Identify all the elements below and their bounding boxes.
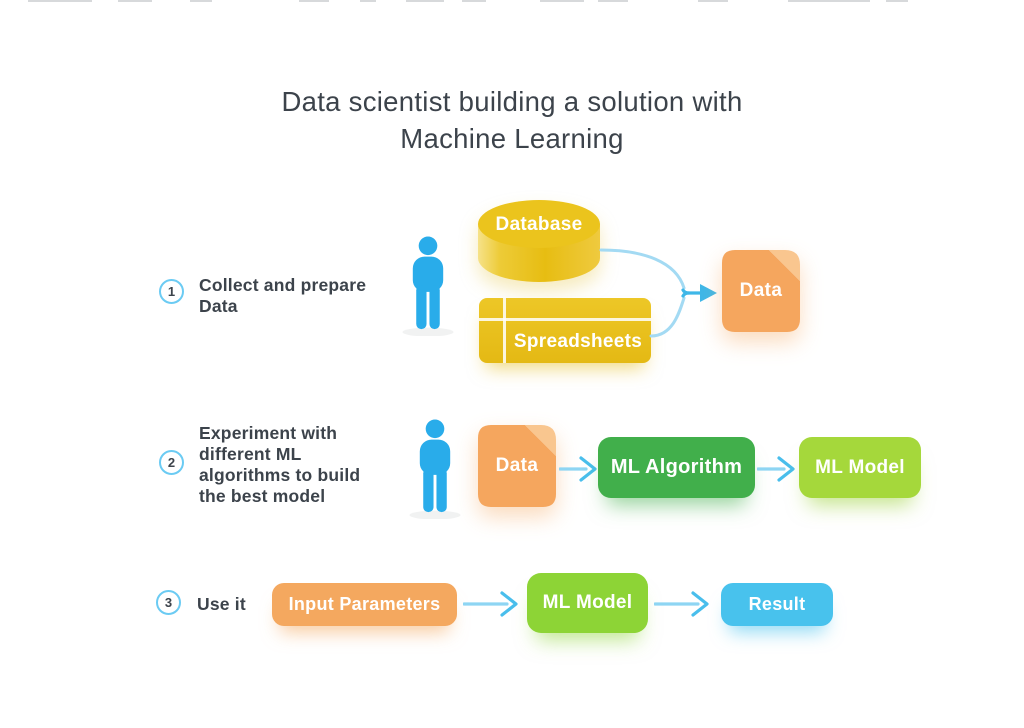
arrow-icon [559, 456, 597, 482]
ml-model-node-step3: ML Model [527, 573, 648, 633]
step-2-number-badge: 2 [159, 450, 184, 475]
person-icon [402, 236, 454, 337]
data-document-node-step2: Data [478, 425, 556, 512]
ml-model-label: ML Model [815, 456, 905, 478]
arrow-icon [463, 591, 518, 617]
input-parameters-node: Input Parameters [272, 583, 457, 626]
database-node: Database [477, 200, 601, 286]
step-2-description: Experiment with different ML algorithms … [199, 423, 360, 507]
arrow-icon [757, 456, 795, 482]
step-2-number: 2 [167, 455, 176, 470]
spreadsheets-node: Spreadsheets [479, 298, 651, 363]
result-node: Result [721, 583, 833, 626]
step-3-number: 3 [164, 595, 173, 610]
database-cylinder-icon [478, 200, 600, 282]
ml-algorithm-label: ML Algorithm [610, 456, 743, 478]
step-1-description: Collect and prepare Data [199, 275, 366, 317]
step-1-description-line: Collect and prepare [199, 275, 367, 295]
step-2-description-line: the best model [199, 486, 326, 506]
arrow-icon [654, 591, 709, 617]
ml-model-node-step2: ML Model [799, 437, 921, 498]
spreadsheets-label: Spreadsheets [513, 330, 643, 352]
step-1-number-badge: 1 [159, 279, 184, 304]
spreadsheet-grid-line [503, 298, 506, 363]
document-icon [722, 250, 800, 332]
step-1-number: 1 [167, 284, 176, 299]
ml-algorithm-node: ML Algorithm [598, 437, 755, 498]
data-scientist-figure [404, 419, 466, 524]
diagram-title: Data scientist building a solution with … [0, 83, 1024, 157]
result-label: Result [748, 594, 806, 614]
database-label: Database [495, 214, 583, 235]
spreadsheet-grid-line [479, 318, 651, 321]
data-scientist-figure [397, 236, 459, 341]
title-line-2: Machine Learning [400, 123, 624, 154]
document-icon [478, 425, 556, 507]
step-2-description-line: different ML [199, 444, 302, 464]
merge-arrow-icon [599, 248, 717, 338]
step-3-number-badge: 3 [156, 590, 181, 615]
data-document-node-step1: Data [722, 250, 800, 337]
data-document-label: Data [739, 280, 783, 301]
title-line-1: Data scientist building a solution with [281, 86, 743, 117]
step-2-description-line: algorithms to build [199, 465, 361, 485]
input-parameters-label: Input Parameters [288, 594, 441, 614]
data-document-label: Data [495, 455, 539, 476]
ml-model-label: ML Model [542, 592, 633, 613]
step-3-description-line: Use it [197, 594, 246, 614]
step-1-description-line: Data [199, 296, 238, 316]
step-2-description-line: Experiment with [199, 423, 338, 443]
person-icon [409, 419, 461, 520]
step-3-description: Use it [197, 594, 246, 615]
